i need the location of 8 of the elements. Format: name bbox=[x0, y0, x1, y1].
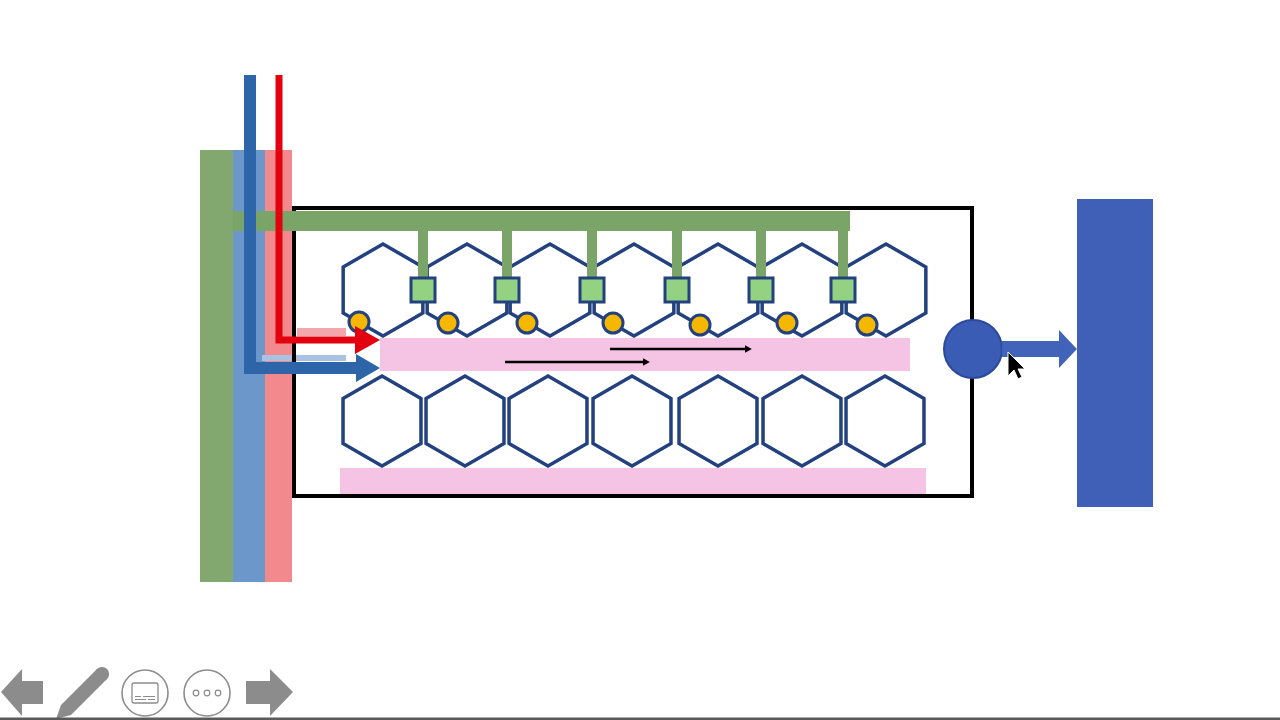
circle bbox=[943, 319, 1003, 379]
bent-arrow bbox=[275, 75, 380, 354]
bent-arrow bbox=[244, 75, 380, 382]
vertical-bar bbox=[200, 150, 233, 582]
frame-box bbox=[292, 206, 974, 498]
horizontal-band bbox=[340, 468, 926, 494]
horizontal-band bbox=[380, 338, 910, 371]
vertical-bar bbox=[1077, 199, 1153, 507]
